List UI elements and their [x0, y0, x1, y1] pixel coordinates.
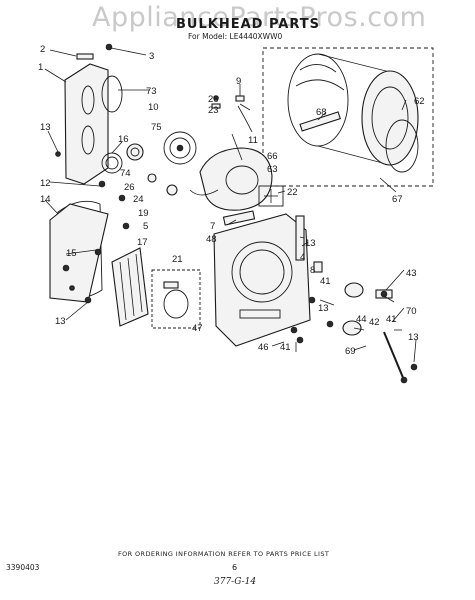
blower-assembly [163, 95, 284, 211]
callout-66: 66 [267, 151, 278, 162]
callout-68: 68 [316, 107, 327, 118]
watermark: AppliancePartsPros.com [92, 2, 427, 33]
lint-screen-housing [111, 210, 256, 327]
model-subtitle: For Model: LE4440XWW0 [188, 32, 283, 41]
callout-43: 43 [406, 268, 417, 279]
ordering-footer: FOR ORDERING INFORMATION REFER TO PARTS … [118, 550, 330, 558]
drum-baffle [299, 111, 341, 132]
callout-26b: 26 [208, 94, 219, 105]
callout-44: 44 [356, 314, 367, 325]
document-number: 3390403 [6, 563, 40, 572]
callout-9: 9 [236, 76, 241, 87]
callout-13e: 13 [408, 332, 419, 343]
callout-63: 63 [267, 164, 278, 175]
drum-rear-rim [287, 53, 349, 147]
callout-67: 67 [392, 194, 403, 205]
callout-12: 12 [40, 178, 51, 189]
callout-8: 8 [310, 265, 315, 276]
diagram-title: BULKHEAD PARTS [176, 17, 321, 32]
blower-housing [199, 147, 273, 211]
callout-10: 10 [148, 102, 159, 113]
rear-panel [49, 203, 109, 303]
leader-lines [44, 47, 417, 363]
seal-strip [222, 210, 256, 226]
callout-11: 11 [248, 135, 258, 146]
drum-front [361, 70, 419, 166]
drum-roller [344, 282, 364, 298]
callout-21: 21 [172, 254, 183, 265]
rear-bulkhead [55, 43, 144, 185]
callout-13: 13 [40, 122, 51, 133]
right-hardware [290, 261, 418, 384]
callout-19: 19 [138, 208, 149, 219]
callout-42: 42 [369, 317, 380, 328]
belt-idler [49, 173, 178, 304]
callout-15: 15 [66, 248, 77, 259]
callout-24: 24 [133, 194, 144, 205]
callout-7: 7 [210, 221, 215, 232]
bulkhead-clip [76, 53, 94, 60]
front-bulkhead [213, 213, 311, 347]
parts-kit-box [151, 269, 201, 329]
callout-47: 47 [192, 323, 203, 334]
callout-26: 26 [124, 182, 135, 193]
callout-23: 23 [208, 105, 219, 116]
callout-22: 22 [287, 187, 298, 198]
callout-13d: 13 [318, 303, 329, 314]
callout-41c: 41 [280, 342, 291, 353]
callout-13c: 13 [305, 238, 316, 249]
screw [105, 43, 113, 51]
callout-5: 5 [143, 221, 148, 232]
tension-arm [383, 331, 405, 381]
callout-13b: 13 [55, 316, 66, 327]
callout-14: 14 [40, 194, 51, 205]
callout-3: 3 [149, 51, 154, 62]
callout-17: 17 [137, 237, 148, 248]
thermostat [258, 185, 284, 207]
handwritten-note: 377-G-14 [214, 577, 257, 587]
callout-69: 69 [345, 346, 356, 357]
callout-46: 46 [258, 342, 269, 353]
page-number: 6 [232, 563, 238, 572]
callout-75: 75 [151, 122, 162, 133]
callout-62: 62 [414, 96, 425, 107]
felt-seal [101, 75, 123, 113]
blower-wheel [163, 131, 197, 165]
drum-assembly [262, 47, 434, 187]
callout-2: 2 [40, 44, 45, 55]
drum-seal-ring [385, 119, 419, 173]
callout-70: 70 [406, 306, 417, 317]
callout-4: 4 [300, 252, 305, 263]
callout-48: 48 [206, 234, 217, 245]
callout-16: 16 [118, 134, 129, 145]
callout-41: 41 [320, 276, 331, 287]
callout-labels: 2 3 1 73 13 16 74 26 24 19 12 14 5 17 15… [38, 44, 425, 357]
callout-73: 73 [146, 86, 157, 97]
callout-41b: 41 [386, 314, 397, 325]
callout-74: 74 [120, 168, 131, 179]
callout-1: 1 [38, 62, 43, 73]
